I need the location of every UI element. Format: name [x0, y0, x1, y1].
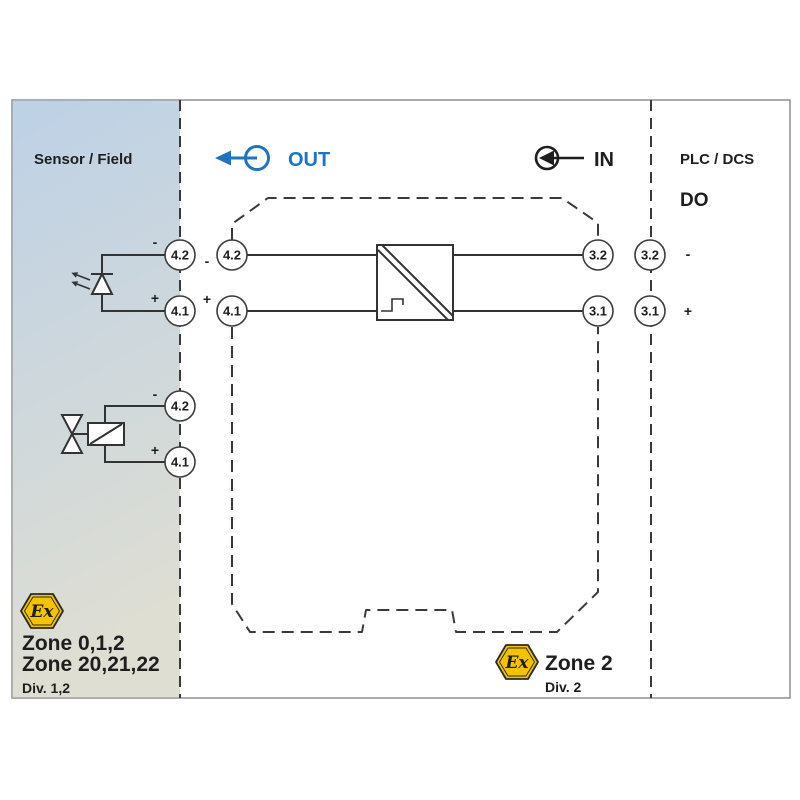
terminal-label: 3.2 [641, 248, 659, 263]
terminal-label: 3.1 [589, 304, 607, 319]
polarity-sign: - [686, 246, 691, 262]
terminal-circle [582, 295, 614, 327]
module-zone: Zone 2 [545, 652, 613, 675]
in-arrow-icon [534, 145, 584, 171]
terminal-module-out-negative: 4.2 [216, 239, 248, 271]
terminal-label: 4.2 [171, 399, 189, 414]
terminal-plc-positive: 3.1 [634, 295, 666, 327]
led-light-ray [76, 283, 91, 290]
ex-logo-text: Ex [504, 653, 529, 673]
polarity-sign: - [205, 253, 210, 269]
out-arrow-head [215, 150, 231, 166]
field-zone-line: Zone 20,21,22 [22, 653, 160, 676]
module-division: Div. 2 [545, 679, 582, 695]
field-zone-line: Zone 0,1,2 [22, 632, 125, 655]
isolator-diagonal [377, 249, 449, 321]
ex-atex-logo: Ex [495, 644, 539, 680]
polarity-sign: + [684, 303, 692, 319]
terminal-label: 3.1 [641, 304, 659, 319]
terminal-circle [164, 390, 196, 422]
terminal-circle [216, 295, 248, 327]
terminal-circle [164, 446, 196, 478]
valve-body-top [60, 414, 84, 437]
led-icon [71, 271, 114, 295]
terminal-circle [216, 239, 248, 271]
ex-logo-inner-border [499, 647, 535, 677]
terminal-label: 4.2 [223, 248, 241, 263]
led-light-ray-head [71, 272, 79, 278]
control-signal-type: DO [680, 190, 709, 211]
terminal-field-led-negative: 4.2 [164, 239, 196, 271]
terminal-label: 4.1 [223, 304, 241, 319]
terminal-module-in-negative: 3.2 [582, 239, 614, 271]
isolator-diagonal [381, 244, 454, 317]
out-label: OUT [288, 149, 330, 171]
valve-body-bottom [60, 431, 84, 454]
isolator-box [376, 244, 454, 321]
module-housing-outline-top [231, 197, 599, 240]
led-light-ray-head [71, 281, 79, 287]
polarity-sign: + [203, 291, 211, 307]
terminal-label: 4.1 [171, 304, 189, 319]
polarity-sign: + [151, 290, 159, 306]
terminal-circle [634, 295, 666, 327]
polarity-sign: - [153, 386, 158, 402]
led-anode-triangle [90, 271, 114, 295]
terminal-field-valve-positive: 4.1 [164, 446, 196, 478]
solenoid-valve-icon [60, 414, 125, 454]
led-wire-negative [101, 254, 165, 274]
terminal-circle [164, 239, 196, 271]
terminal-circle [582, 239, 614, 271]
terminal-circle [164, 295, 196, 327]
ex-logo-hexagon [495, 644, 539, 680]
terminal-plc-negative: 3.2 [634, 239, 666, 271]
led-indicator-circuit [71, 254, 165, 312]
galvanic-isolation-icon [376, 244, 454, 321]
led-light-ray [76, 274, 91, 281]
terminal-label: 3.2 [589, 248, 607, 263]
ex-logo-inner-border [24, 596, 60, 626]
out-arrow-icon [215, 145, 270, 171]
field-title: Sensor / Field [34, 151, 132, 168]
in-label: IN [594, 149, 614, 171]
terminal-field-valve-negative: 4.2 [164, 390, 196, 422]
isolator-module [231, 197, 599, 633]
isolator-pulse-symbol [381, 298, 404, 312]
ex-logo-hexagon [20, 593, 64, 629]
control-title: PLC / DCS [680, 151, 754, 168]
terminal-label: 4.2 [171, 248, 189, 263]
polarity-sign: + [151, 442, 159, 458]
in-arrow-head [539, 150, 554, 166]
ex-atex-logo: Ex [20, 593, 64, 629]
valve-wire-negative [104, 405, 165, 423]
terminal-label: 4.1 [171, 455, 189, 470]
terminal-module-in-positive: 3.1 [582, 295, 614, 327]
terminal-circle [634, 239, 666, 271]
terminal-field-led-positive: 4.1 [164, 295, 196, 327]
valve-wire-positive [104, 445, 165, 463]
solenoid-coil-diagonal [89, 423, 123, 445]
module-housing-outline-bottom [231, 327, 599, 633]
ex-logo-text: Ex [29, 602, 54, 622]
solenoid-valve-circuit [60, 405, 165, 463]
terminal-module-out-positive: 4.1 [216, 295, 248, 327]
field-division: Div. 1,2 [22, 680, 70, 696]
polarity-sign: - [153, 234, 158, 250]
led-wire-positive [101, 294, 165, 312]
